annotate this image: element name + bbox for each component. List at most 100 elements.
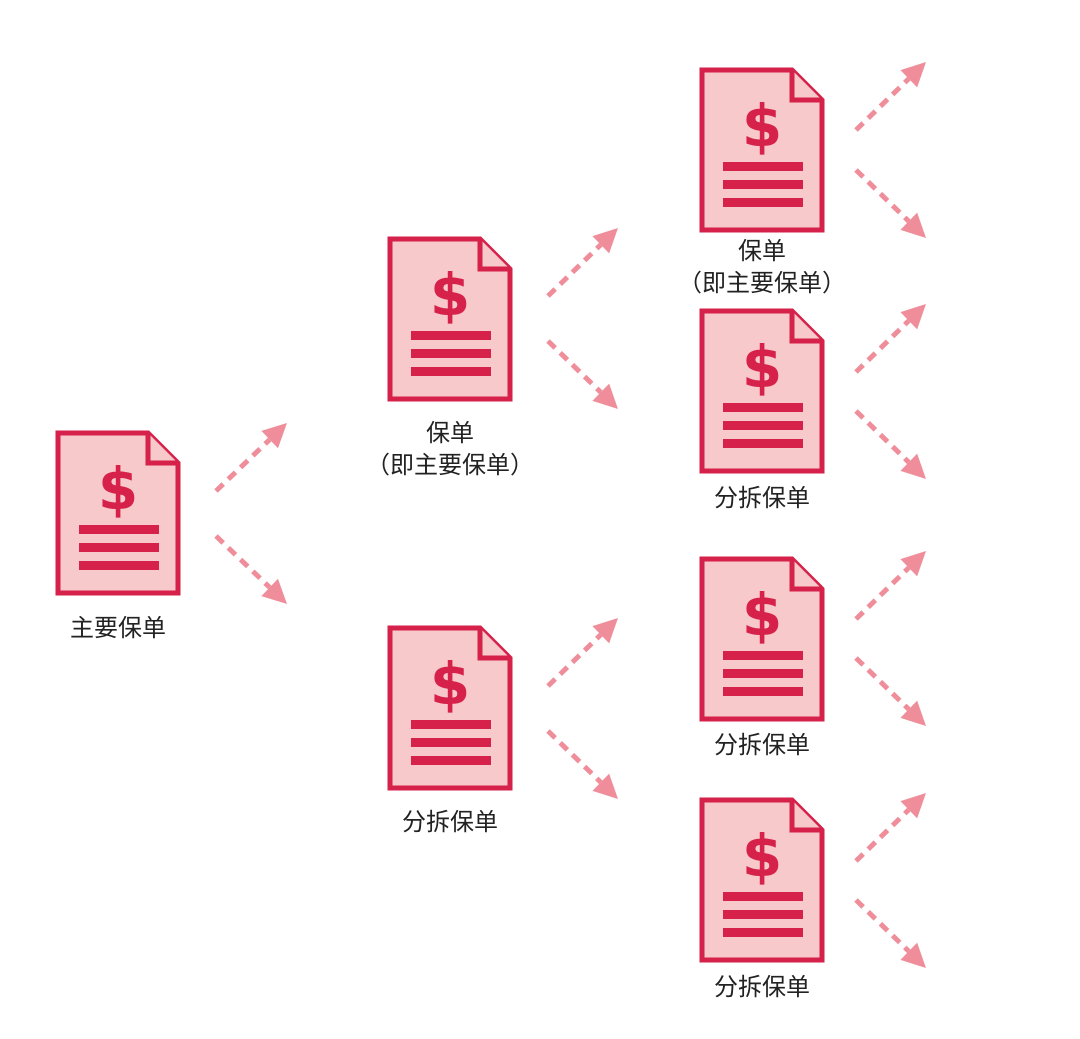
arrow-shaft <box>854 318 911 374</box>
document-text-line <box>723 892 803 901</box>
arrow-shaft <box>854 898 911 954</box>
document-fold <box>789 800 822 833</box>
arrow-head <box>900 212 926 238</box>
arrow-head <box>900 551 926 577</box>
arrow-head <box>592 618 618 644</box>
dashed-arrow <box>546 618 618 688</box>
document-label: 分拆保单 <box>402 808 498 836</box>
document-text-line <box>723 403 803 412</box>
arrow-shaft <box>854 656 911 712</box>
dollar-sign: $ <box>98 455 138 523</box>
arrow-head <box>592 228 618 254</box>
arrow-shaft <box>214 437 272 493</box>
dashed-arrow <box>854 409 926 479</box>
document-text-line <box>723 180 803 189</box>
dollar-document-icon: $ <box>699 797 825 963</box>
document-fold <box>145 433 178 466</box>
arrow-head <box>261 578 287 604</box>
document-fold <box>477 628 510 661</box>
dashed-arrow <box>854 656 926 726</box>
document-fold <box>477 239 510 272</box>
arrow-shaft <box>546 632 603 688</box>
arrow-shaft <box>854 168 911 224</box>
document-text-line <box>411 331 491 340</box>
document-text-line <box>411 756 491 765</box>
document-text-line <box>723 669 803 678</box>
dashed-arrow <box>854 793 926 863</box>
document-label: 分拆保单 <box>714 731 810 759</box>
document-text-line <box>723 198 803 207</box>
dollar-document-icon: $ <box>55 430 181 596</box>
document-label: 保单 <box>738 237 786 265</box>
document-text-line <box>411 738 491 747</box>
document-text-line <box>411 367 491 376</box>
dollar-sign: $ <box>742 822 782 890</box>
arrow-shaft <box>546 729 603 785</box>
arrow-shaft <box>854 565 911 621</box>
document-text-line <box>79 543 159 552</box>
arrow-head <box>900 700 926 726</box>
arrow-head <box>900 942 926 968</box>
document-outline <box>387 625 513 791</box>
document-text-line <box>723 162 803 171</box>
arrow-head <box>261 423 287 449</box>
document-fold <box>789 311 822 344</box>
dashed-arrow <box>546 729 618 799</box>
arrow-shaft <box>854 409 911 465</box>
dashed-arrow <box>546 228 618 298</box>
arrow-head <box>900 62 926 88</box>
dashed-arrow <box>546 339 618 409</box>
arrow-head <box>592 383 618 409</box>
dashed-arrow <box>214 423 287 493</box>
document-outline <box>699 797 825 963</box>
document-text-line <box>723 928 803 937</box>
document-text-line <box>411 349 491 358</box>
dollar-sign: $ <box>430 650 470 718</box>
document-text-line <box>723 651 803 660</box>
arrow-shaft <box>854 807 911 863</box>
arrow-shaft <box>854 76 911 132</box>
dollar-document-icon: $ <box>699 556 825 722</box>
dashed-arrow <box>854 62 926 132</box>
document-label: （即主要保单） <box>366 451 534 479</box>
dashed-arrow <box>854 898 926 968</box>
document-fold <box>789 70 822 103</box>
document-text-line <box>79 525 159 534</box>
dashed-arrow <box>854 304 926 374</box>
document-outline <box>699 556 825 722</box>
document-text-line <box>723 910 803 919</box>
document-text-line <box>723 421 803 430</box>
document-outline <box>699 308 825 474</box>
arrow-shaft <box>214 534 272 590</box>
dollar-sign: $ <box>742 581 782 649</box>
dollar-sign: $ <box>742 92 782 160</box>
arrow-head <box>900 304 926 330</box>
document-text-line <box>723 687 803 696</box>
dashed-arrow <box>854 168 926 238</box>
arrow-head <box>900 793 926 819</box>
dollar-document-icon: $ <box>387 625 513 791</box>
arrow-head <box>592 773 618 799</box>
dashed-arrow <box>854 551 926 621</box>
document-label: 分拆保单 <box>714 973 810 1001</box>
document-text-line <box>79 561 159 570</box>
document-label: 主要保单 <box>70 614 166 642</box>
document-text-line <box>411 720 491 729</box>
arrow-shaft <box>546 339 603 395</box>
document-fold <box>789 559 822 592</box>
dollar-sign: $ <box>430 261 470 329</box>
document-outline <box>55 430 181 596</box>
arrow-head <box>900 453 926 479</box>
arrow-shaft <box>546 242 603 298</box>
document-outline <box>699 67 825 233</box>
document-outline <box>387 236 513 402</box>
dashed-arrow <box>214 534 287 604</box>
dollar-document-icon: $ <box>699 308 825 474</box>
document-label: （即主要保单） <box>678 269 846 297</box>
document-label: 保单 <box>426 419 474 447</box>
document-text-line <box>723 439 803 448</box>
document-label: 分拆保单 <box>714 484 810 512</box>
dollar-document-icon: $ <box>699 67 825 233</box>
dollar-sign: $ <box>742 333 782 401</box>
